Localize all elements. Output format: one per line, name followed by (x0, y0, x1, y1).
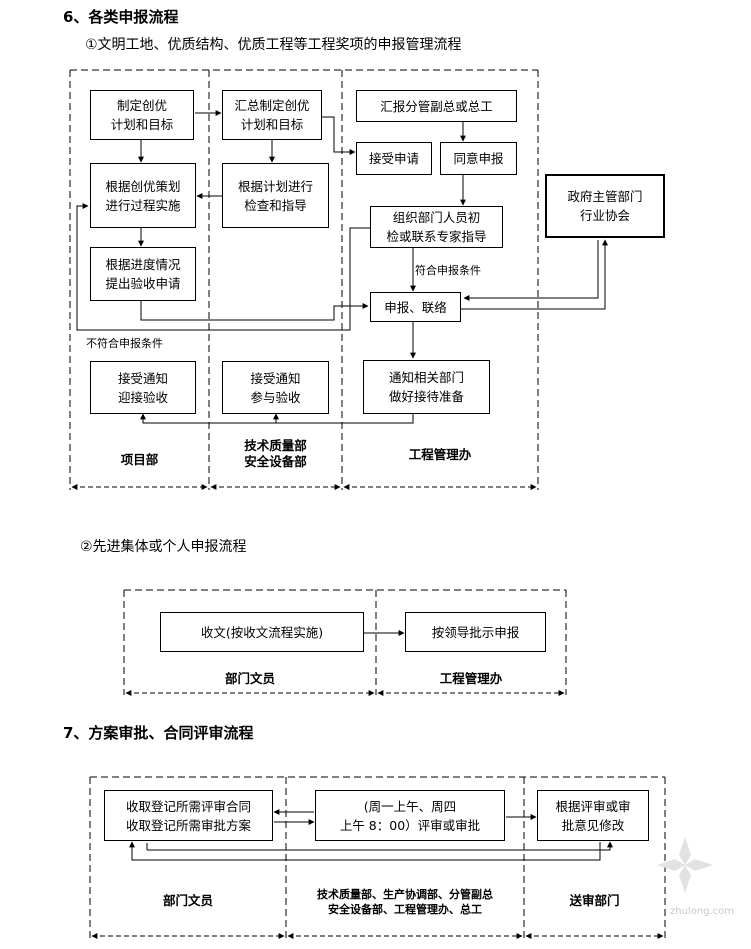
lane-review-departments: 技术质量部、生产协调部、分管副总安全设备部、工程管理办、总工 (317, 888, 493, 916)
watermark-text: zhulong.com (670, 906, 735, 917)
lane-project-dept: 项目部 (120, 452, 159, 467)
box-revise-per-comments: 根据评审或审批意见修改 (537, 790, 649, 841)
box-declare-per-instruction: 按领导批示申报 (405, 612, 546, 652)
swimlane-borders (69, 69, 666, 940)
lane-dept-clerk-7: 部门文员 (162, 893, 213, 908)
flow-1-title: ①文明工地、优质结构、优质工程等工程奖项的申报管理流程 (85, 37, 462, 53)
section-7-title: 7、方案审批、合同评审流程 (63, 724, 254, 742)
lane-engineering-office: 工程管理办 (408, 447, 472, 462)
lane-submitting-dept: 送审部门 (569, 893, 620, 908)
section-6-title: 6、各类申报流程 (63, 8, 179, 26)
box-receive-notice-join-acceptance: 接受通知参与验收 (222, 361, 329, 414)
box-approve-application: 同意申报 (440, 142, 517, 175)
box-notify-departments: 通知相关部门做好接待准备 (363, 360, 490, 414)
box-receive-notice-welcome-acceptance: 接受通知迎接验收 (90, 361, 196, 414)
flow-arrows (76, 110, 613, 861)
box-register-contracts: 收取登记所需评审合同收取登记所需审批方案 (104, 790, 273, 841)
box-declare-liaise: 申报、联络 (370, 292, 461, 322)
box-receive-document: 收文(按收文流程实施) (160, 612, 364, 652)
box-organize-inspection: 组织部门人员初检或联系专家指导 (370, 206, 503, 248)
box-government-association: 政府主管部门行业协会 (545, 174, 665, 238)
box-check-and-guide: 根据计划进行检查和指导 (222, 163, 329, 228)
box-summarize-plan: 汇总制定创优计划和目标 (222, 90, 322, 140)
lane-tech-quality-dept: 技术质量部安全设备部 (244, 438, 307, 469)
watermark-logo-icon (657, 837, 713, 893)
box-report-to-vp: 汇报分管副总或总工 (356, 90, 517, 122)
note-not-meet-conditions: 不符合申报条件 (86, 337, 163, 350)
lane-dept-clerk: 部门文员 (224, 671, 275, 686)
lane-engineering-office-2: 工程管理办 (439, 671, 503, 686)
note-meets-conditions: 符合申报条件 (415, 264, 481, 277)
flow-2-title: ②先进集体或个人申报流程 (80, 539, 247, 555)
box-implement-process: 根据创优策划进行过程实施 (90, 163, 196, 228)
box-accept-application: 接受申请 (356, 142, 432, 175)
box-submit-acceptance-request: 根据进度情况提出验收申请 (90, 247, 196, 301)
box-make-excellence-plan: 制定创优计划和目标 (90, 90, 194, 140)
box-review-schedule: (周一上午、周四上午 8：00）评审或审批 (315, 790, 505, 841)
lane-dimension-arrows (71, 484, 664, 939)
